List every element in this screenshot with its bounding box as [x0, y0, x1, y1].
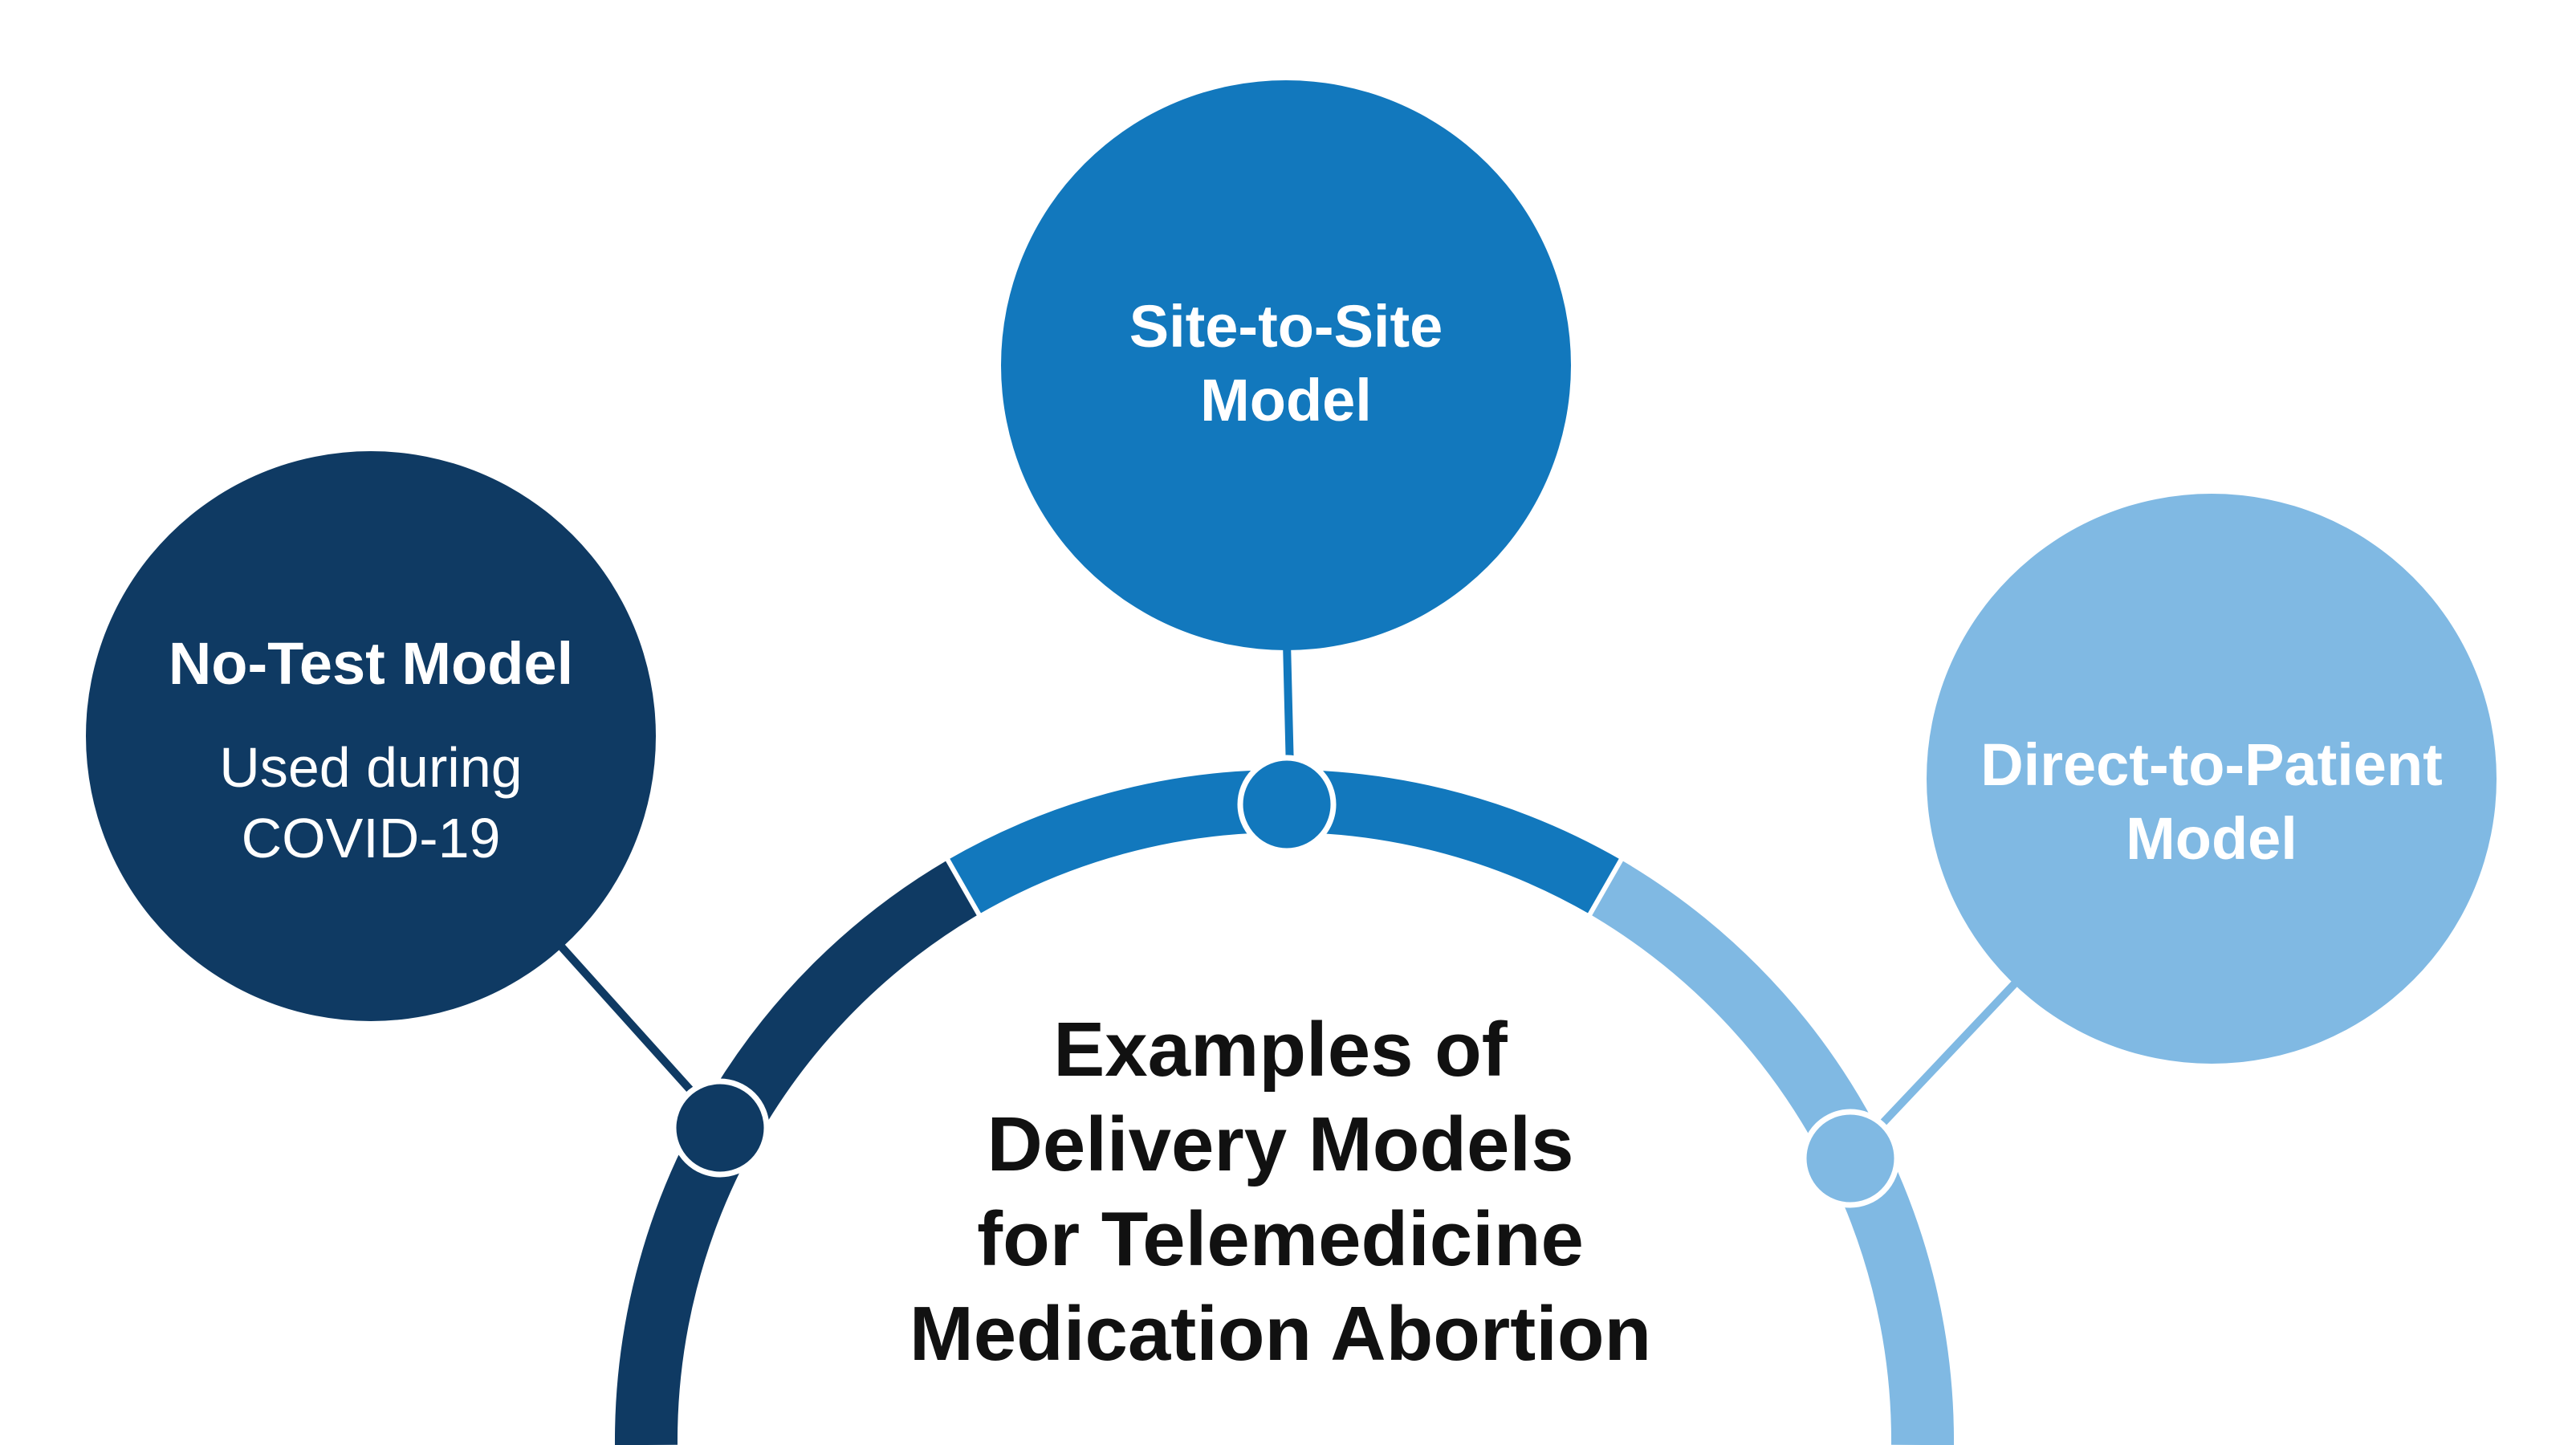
center-title-line-2: Delivery Models — [987, 1101, 1574, 1187]
connectors — [559, 641, 2018, 1135]
node-site-to-site-title-line-2: Model — [1200, 367, 1372, 434]
node-no-test: No-Test Model Used during COVID-19 — [169, 630, 573, 869]
junction-dot-no-test — [670, 1078, 770, 1178]
arc-separator-left — [945, 857, 982, 917]
junction-dot-direct-to-patient — [1801, 1109, 1900, 1208]
node-no-test-title: No-Test Model — [169, 630, 573, 697]
center-title-line-4: Medication Abortion — [910, 1291, 1651, 1377]
node-direct-to-patient-title-line-2: Model — [2126, 805, 2297, 872]
node-site-to-site: Site-to-Site Model — [1129, 293, 1443, 434]
node-direct-to-patient: Direct-to-Patient Model — [1980, 731, 2443, 872]
connector-site-to-site — [1283, 641, 1294, 771]
arc-separator-right — [1587, 857, 1624, 917]
center-title-line-3: for Telemedicine — [977, 1196, 1584, 1282]
center-title-line-1: Examples of — [1053, 1007, 1508, 1093]
connector-no-test — [559, 944, 710, 1111]
junction-dot-site-to-site — [1237, 755, 1337, 854]
node-circle-site-to-site — [1001, 80, 1571, 650]
center-title: Examples of Delivery Models for Telemedi… — [910, 1007, 1651, 1377]
node-circle-no-test — [86, 451, 656, 1021]
connector-direct-to-patient — [1871, 980, 2018, 1135]
node-circle-direct-to-patient — [1927, 494, 2497, 1064]
node-no-test-subtitle-line-1: Used during — [219, 736, 522, 799]
node-direct-to-patient-title-line-1: Direct-to-Patient — [1980, 731, 2443, 798]
node-site-to-site-title-line-1: Site-to-Site — [1129, 293, 1443, 360]
node-no-test-subtitle-line-2: COVID-19 — [242, 807, 501, 869]
